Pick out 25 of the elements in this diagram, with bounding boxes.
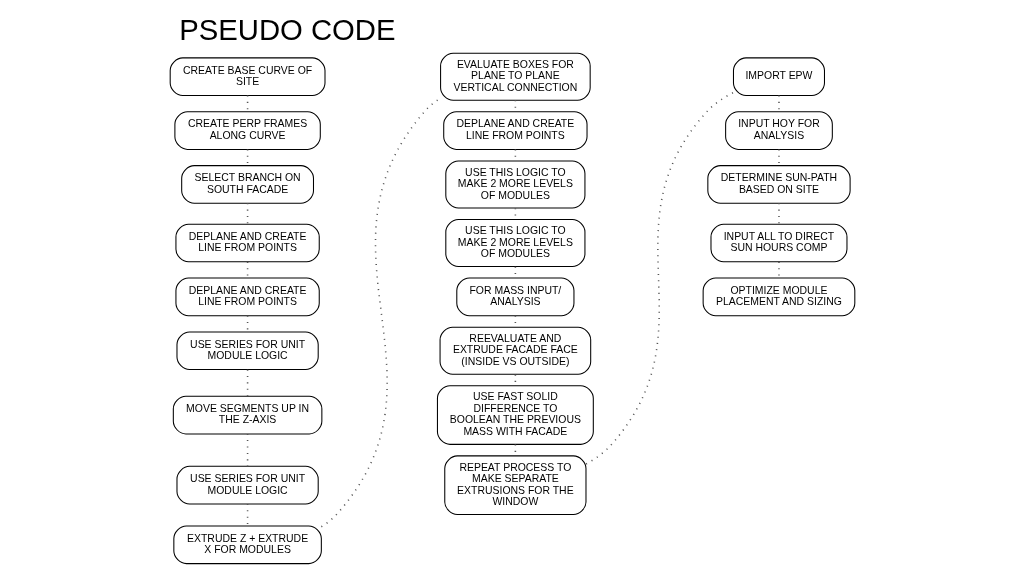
node-box: DETERMINE SUN-PATH BASED ON SITE	[706, 165, 851, 204]
node-box: DEPLANE AND CREATE LINE FROM POINTS	[174, 223, 320, 263]
node-box: USE THIS LOGIC TO MAKE 2 MORE LEVELS OF MODULES	[444, 160, 585, 209]
node-box: USE FAST SOLID DIFFERENCE TO BOOLEAN THE PREVIOUS MASS WITH FACADE	[436, 385, 594, 445]
node-box: USE SERIES FOR UNIT MODULE LOGIC	[175, 331, 319, 371]
connector	[584, 91, 734, 465]
node-box: INPUT HOY FOR ANALYSIS	[724, 111, 833, 150]
node-box: OPTIMIZE MODULE PLACEMENT AND SIZING	[702, 277, 855, 317]
node-box: CREATE PERP FRAMES ALONG CURVE	[173, 111, 321, 150]
node-box: CREATE BASE CURVE OF SITE	[169, 57, 326, 97]
node-box: MOVE SEGMENTS UP IN THE Z-AXIS	[172, 395, 322, 435]
node-box: USE SERIES FOR UNIT MODULE LOGIC	[175, 465, 319, 505]
node-box: EXTRUDE Z + EXTRUDE X FOR MODULES	[172, 525, 322, 565]
node-box: DEPLANE AND CREATE LINE FROM POINTS	[174, 277, 320, 317]
node-box: REEVALUATE AND EXTRUDE FACADE FACE (INSIDE VS OUTSIDE)	[439, 326, 591, 375]
diagram-title: PSEUDO CODE	[178, 12, 395, 46]
node-box: SELECT BRANCH ON SOUTH FACADE	[180, 165, 314, 204]
node-box: IMPORT EPW	[732, 57, 825, 97]
node-box: REPEAT PROCESS TO MAKE SEPARATE EXTRUSIONS FOR THE WINDOW	[443, 455, 586, 515]
connector	[320, 97, 441, 528]
node-box: FOR MASS INPUT/ ANALYSIS	[455, 277, 574, 317]
node-box: USE THIS LOGIC TO MAKE 2 MORE LEVELS OF MODULES	[444, 218, 585, 268]
node-box: EVALUATE BOXES FOR PLANE TO PLANE VERTICAL CONNECTION	[439, 52, 591, 101]
node-box: INPUT ALL TO DIRECT SUN HOURS COMP	[709, 223, 847, 263]
node-box: DEPLANE AND CREATE LINE FROM POINTS	[442, 111, 588, 150]
